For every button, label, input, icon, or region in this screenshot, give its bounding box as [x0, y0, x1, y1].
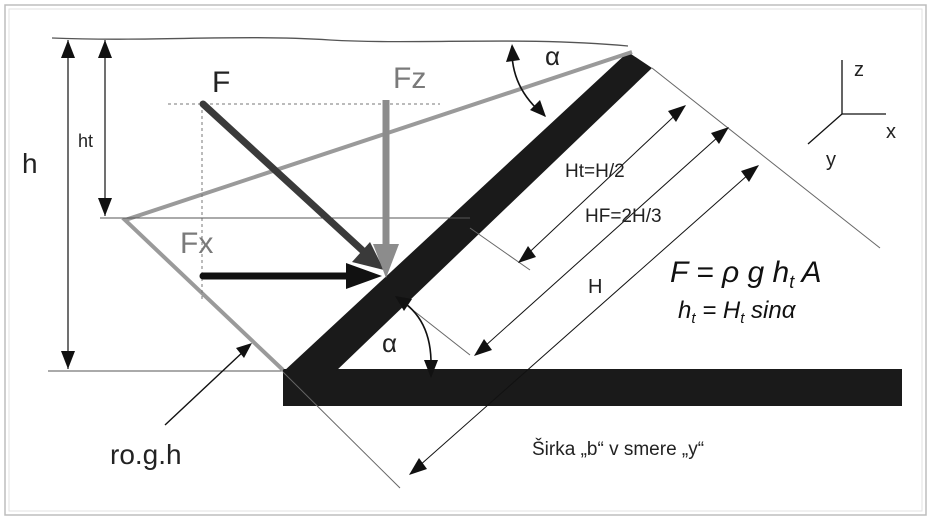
label-Fz: Fz — [393, 62, 426, 95]
dimension-Ht — [518, 105, 686, 263]
dimension-h — [61, 40, 75, 369]
rogh-pointer-arrow — [164, 343, 252, 426]
dimension-ht — [98, 40, 112, 216]
force-Fx-arrow — [199, 263, 382, 289]
label-rogh: ro.g.h — [110, 439, 182, 470]
angle-arc-top — [506, 44, 546, 117]
label-axis-x: x — [886, 121, 896, 143]
pressure-distribution-outline — [121, 50, 633, 372]
base-plate — [283, 369, 902, 406]
formula-line-1: F = ρ g ht A — [670, 256, 821, 292]
outer-frame — [4, 4, 927, 516]
label-F: F — [212, 66, 230, 99]
label-ht: ht — [78, 131, 93, 151]
water-surface — [51, 37, 629, 47]
label-H: H — [588, 276, 602, 298]
label-h: h — [22, 148, 38, 179]
label-alpha-top: α — [545, 41, 560, 71]
dimension-HF — [474, 127, 729, 356]
formula-line-2: ht = Ht sinα — [678, 297, 797, 327]
label-axis-y: y — [826, 149, 836, 171]
force-Fz-arrow — [373, 100, 399, 278]
dimension-H — [409, 165, 759, 475]
force-F-arrow — [199, 100, 384, 270]
angle-arc-bottom — [395, 296, 438, 378]
label-axis-z: z — [854, 59, 864, 81]
coordinate-axes — [807, 60, 886, 145]
label-alpha-bottom: α — [382, 328, 397, 358]
label-width-note: Širka „b“ v smere „y“ — [532, 438, 704, 460]
inclined-wall — [283, 52, 652, 372]
label-HF: HF=2H/3 — [585, 206, 662, 227]
label-Ht: Ht=H/2 — [565, 161, 625, 182]
label-Fx: Fx — [180, 227, 213, 260]
inner-frame — [8, 8, 923, 512]
